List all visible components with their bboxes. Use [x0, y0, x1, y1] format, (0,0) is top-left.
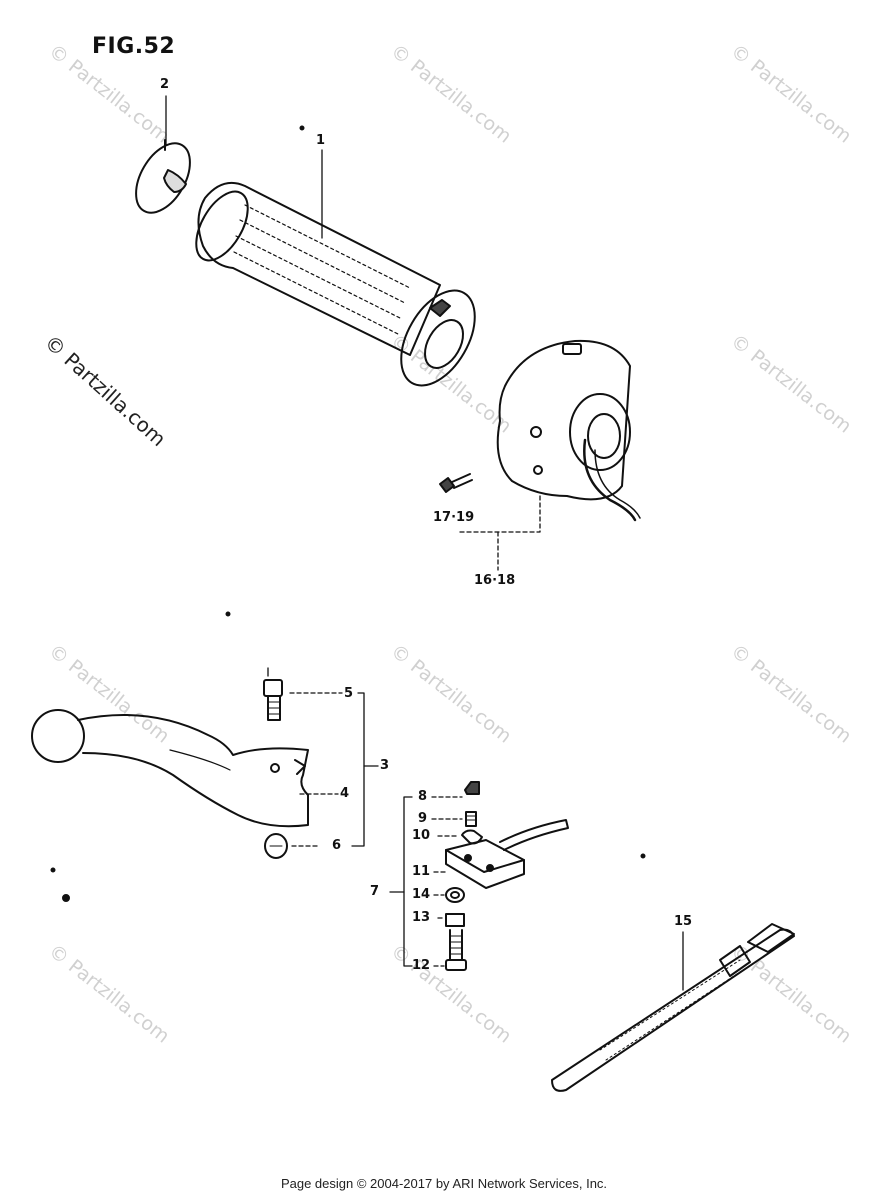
figure-title: FIG.52: [92, 34, 176, 59]
nut-part-6: [264, 833, 288, 859]
callout-7: 7: [370, 884, 380, 899]
pivot-bolt-part-5: [263, 667, 283, 721]
callout-5: 5: [344, 686, 354, 701]
callout-9: 9: [418, 811, 428, 826]
cable-tie-part-15: [551, 923, 795, 1092]
callout-12: 12: [412, 958, 431, 973]
callout-11: 11: [412, 864, 431, 879]
callout-10: 10: [412, 828, 431, 843]
page-footer: Page design © 2004-2017 by ARI Network S…: [280, 1176, 608, 1191]
cable-adjuster-assembly-part-7: [445, 781, 569, 971]
callout-15: 15: [674, 914, 693, 929]
callout-1: 1: [316, 133, 326, 148]
brake-lever-part-4: [31, 709, 309, 828]
handlebar-grip-part-1: [195, 182, 476, 387]
callout-13: 13: [412, 910, 431, 925]
grip-end-cap-part-2: [135, 139, 191, 214]
switch-housing-part-16-18: [496, 339, 641, 522]
callout-8: 8: [418, 789, 428, 804]
callout-6: 6: [332, 838, 342, 853]
callout-14: 14: [412, 887, 431, 902]
callout-3: 3: [380, 758, 390, 773]
callout-17-19: 17·19: [433, 510, 475, 525]
screw-part-17-19: [439, 473, 473, 493]
callout-2: 2: [160, 77, 170, 92]
callout-16-18: 16·18: [474, 573, 516, 588]
callout-4: 4: [340, 786, 350, 801]
